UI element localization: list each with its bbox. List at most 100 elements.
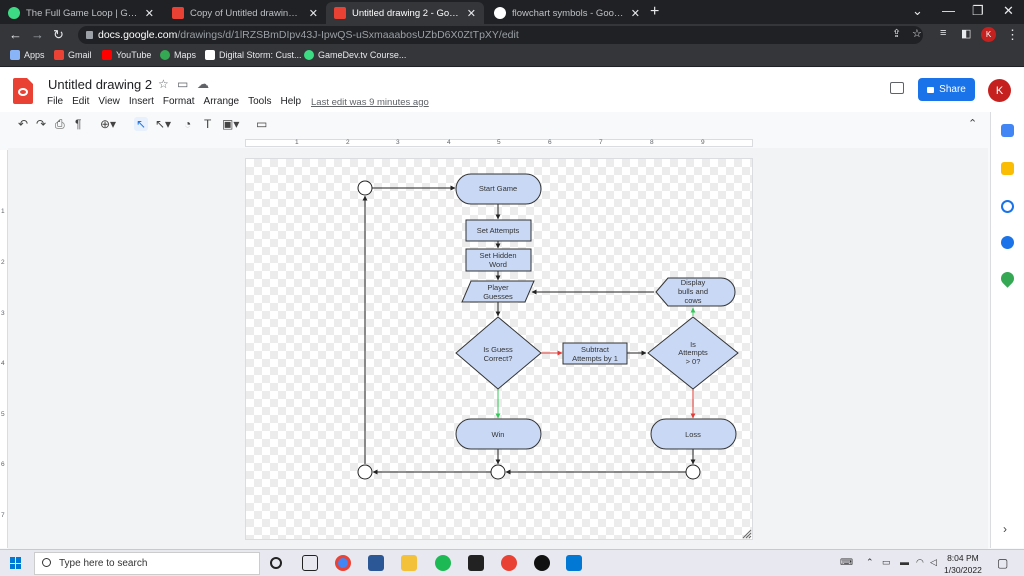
- collapse-toolbar-chevron-up-icon[interactable]: ⌃: [968, 117, 977, 130]
- menu-insert[interactable]: Insert: [129, 96, 154, 107]
- node-set-hidden-word[interactable]: Set Hidden Word: [466, 249, 531, 271]
- reload-icon[interactable]: ↻: [53, 27, 64, 43]
- maps-icon[interactable]: [998, 269, 1016, 287]
- tab-full-game-loop[interactable]: The Full Game Loop | GameDev.t ✕: [0, 2, 162, 24]
- keyboard-icon[interactable]: ⌨: [840, 557, 853, 568]
- bookmark-maps[interactable]: Maps: [160, 50, 196, 60]
- close-window-icon[interactable]: ✕: [1003, 3, 1014, 19]
- volume-icon[interactable]: ◁: [930, 557, 937, 568]
- menu-arrange[interactable]: Arrange: [204, 96, 240, 107]
- print-icon[interactable]: ⎙: [55, 117, 65, 132]
- node-display-bulls-and-cows[interactable]: Display bulls and cows: [656, 278, 735, 306]
- junction-circle-bottom-left[interactable]: [358, 465, 372, 479]
- terminal-icon[interactable]: [468, 555, 484, 571]
- forward-arrow-icon[interactable]: →: [31, 27, 44, 42]
- close-tab-icon[interactable]: ✕: [467, 7, 476, 20]
- move-folder-icon[interactable]: ▭: [177, 77, 188, 91]
- node-win[interactable]: Win: [456, 419, 541, 449]
- bookmark-youtube[interactable]: YouTube: [102, 50, 151, 60]
- paint-format-icon[interactable]: ¶: [75, 117, 81, 131]
- document-title[interactable]: Untitled drawing 2: [48, 77, 152, 92]
- account-avatar[interactable]: K: [988, 79, 1011, 102]
- tab-search-chevron-icon[interactable]: ⌄: [912, 3, 923, 19]
- minimize-icon[interactable]: —: [942, 3, 955, 18]
- node-is-attempts-gt-zero[interactable]: Is Attempts > 0?: [648, 317, 738, 389]
- chrome-icon[interactable]: [335, 555, 351, 571]
- menu-format[interactable]: Format: [163, 96, 195, 107]
- redo-icon[interactable]: ↷: [36, 117, 46, 131]
- junction-circle-top-left[interactable]: [358, 181, 372, 195]
- node-subtract-attempts[interactable]: Subtract Attempts by 1: [563, 343, 627, 364]
- menu-tools[interactable]: Tools: [248, 96, 271, 107]
- node-is-guess-correct[interactable]: Is Guess Correct?: [456, 317, 541, 389]
- expand-panel-chevron-icon[interactable]: ›: [1003, 522, 1007, 536]
- task-view-icon[interactable]: [302, 555, 318, 571]
- notifications-icon[interactable]: ▢: [997, 556, 1008, 570]
- wifi-icon[interactable]: ◠: [916, 557, 924, 568]
- chrome-profile-icon[interactable]: [501, 555, 517, 571]
- drawings-logo-icon[interactable]: [13, 78, 33, 104]
- star-icon[interactable]: ☆: [158, 77, 169, 91]
- tab-untitled-drawing-2[interactable]: Untitled drawing 2 - Google Dra ✕: [326, 2, 484, 24]
- undo-icon[interactable]: ↶: [18, 117, 28, 131]
- keep-icon[interactable]: [1001, 162, 1014, 175]
- shape-tool-icon[interactable]: ◔: [184, 117, 191, 131]
- tray-chevron-up-icon[interactable]: ⌃: [866, 557, 874, 568]
- menu-file[interactable]: File: [47, 96, 63, 107]
- tab-flowchart-symbols[interactable]: flowchart symbols - Google Sear ✕: [486, 2, 648, 24]
- junction-circle-bottom-right[interactable]: [686, 465, 700, 479]
- bookmark-star-icon[interactable]: ☆: [912, 27, 922, 40]
- flowchart[interactable]: Start Game Set Attempts Set Hidden Word …: [245, 158, 753, 540]
- bookmark-gamedev[interactable]: GameDev.tv Course...: [304, 50, 406, 60]
- profile-avatar[interactable]: K: [981, 27, 996, 42]
- bookmark-digital-storm[interactable]: Digital Storm: Cust...: [205, 50, 302, 60]
- node-start-game[interactable]: Start Game: [456, 174, 541, 204]
- add-comment-icon[interactable]: ▭: [256, 117, 267, 131]
- comment-history-icon[interactable]: [890, 82, 904, 94]
- junction-circle-bottom-center[interactable]: [491, 465, 505, 479]
- windows-start-icon[interactable]: [10, 557, 22, 569]
- cloud-saved-icon[interactable]: ☁: [197, 77, 209, 91]
- file-explorer-icon[interactable]: [401, 555, 417, 571]
- cortana-icon[interactable]: [270, 557, 282, 569]
- line-tool-icon[interactable]: ↖▾: [155, 117, 171, 131]
- new-tab-button[interactable]: +: [650, 3, 659, 21]
- network-icon[interactable]: ▭: [882, 557, 891, 568]
- node-set-attempts[interactable]: Set Attempts: [466, 220, 531, 241]
- menu-view[interactable]: View: [98, 96, 120, 107]
- unreal-engine-icon[interactable]: [534, 555, 550, 571]
- side-panel-icon[interactable]: ◧: [961, 27, 971, 40]
- browser-menu-icon[interactable]: ⋮: [1006, 27, 1019, 43]
- tasks-icon[interactable]: [1001, 200, 1014, 213]
- bookmark-apps[interactable]: Apps: [10, 50, 45, 60]
- media-queue-icon[interactable]: ≡: [940, 27, 946, 39]
- last-edit-link[interactable]: Last edit was 9 minutes ago: [311, 97, 429, 108]
- image-icon[interactable]: ▣▾: [222, 117, 239, 131]
- spotify-icon[interactable]: [435, 555, 451, 571]
- close-tab-icon[interactable]: ✕: [631, 7, 640, 20]
- zoom-icon[interactable]: ⊕▾: [100, 117, 116, 131]
- page-resize-handle-icon[interactable]: [743, 530, 751, 538]
- close-tab-icon[interactable]: ✕: [145, 7, 154, 20]
- restore-icon[interactable]: ❐: [972, 3, 984, 19]
- node-player-guesses[interactable]: Player Guesses: [462, 281, 534, 302]
- close-tab-icon[interactable]: ✕: [309, 7, 318, 20]
- tab-copy-of-drawing[interactable]: Copy of Untitled drawing - Goog ✕: [164, 2, 326, 24]
- select-tool-icon[interactable]: ↖: [134, 117, 148, 131]
- vscode-icon[interactable]: [566, 555, 582, 571]
- bookmark-gmail[interactable]: Gmail: [54, 50, 92, 60]
- menu-edit[interactable]: Edit: [72, 96, 89, 107]
- store-icon[interactable]: [368, 555, 384, 571]
- calendar-icon[interactable]: [1001, 124, 1014, 137]
- address-bar[interactable]: docs.google.com/drawings/d/1lRZSBmDIpv43…: [78, 26, 923, 44]
- menu-help[interactable]: Help: [280, 96, 301, 107]
- system-clock[interactable]: 8:04 PM 1/30/2022: [944, 552, 982, 576]
- taskbar-search-input[interactable]: Type here to search: [34, 552, 260, 575]
- share-button[interactable]: Share: [918, 78, 975, 101]
- text-box-icon[interactable]: T: [204, 117, 211, 131]
- contacts-icon[interactable]: [1001, 236, 1014, 249]
- back-arrow-icon[interactable]: ←: [9, 27, 22, 42]
- node-loss[interactable]: Loss: [651, 419, 736, 449]
- battery-icon[interactable]: ▬: [900, 557, 909, 567]
- share-page-icon[interactable]: ⇪: [892, 27, 901, 40]
